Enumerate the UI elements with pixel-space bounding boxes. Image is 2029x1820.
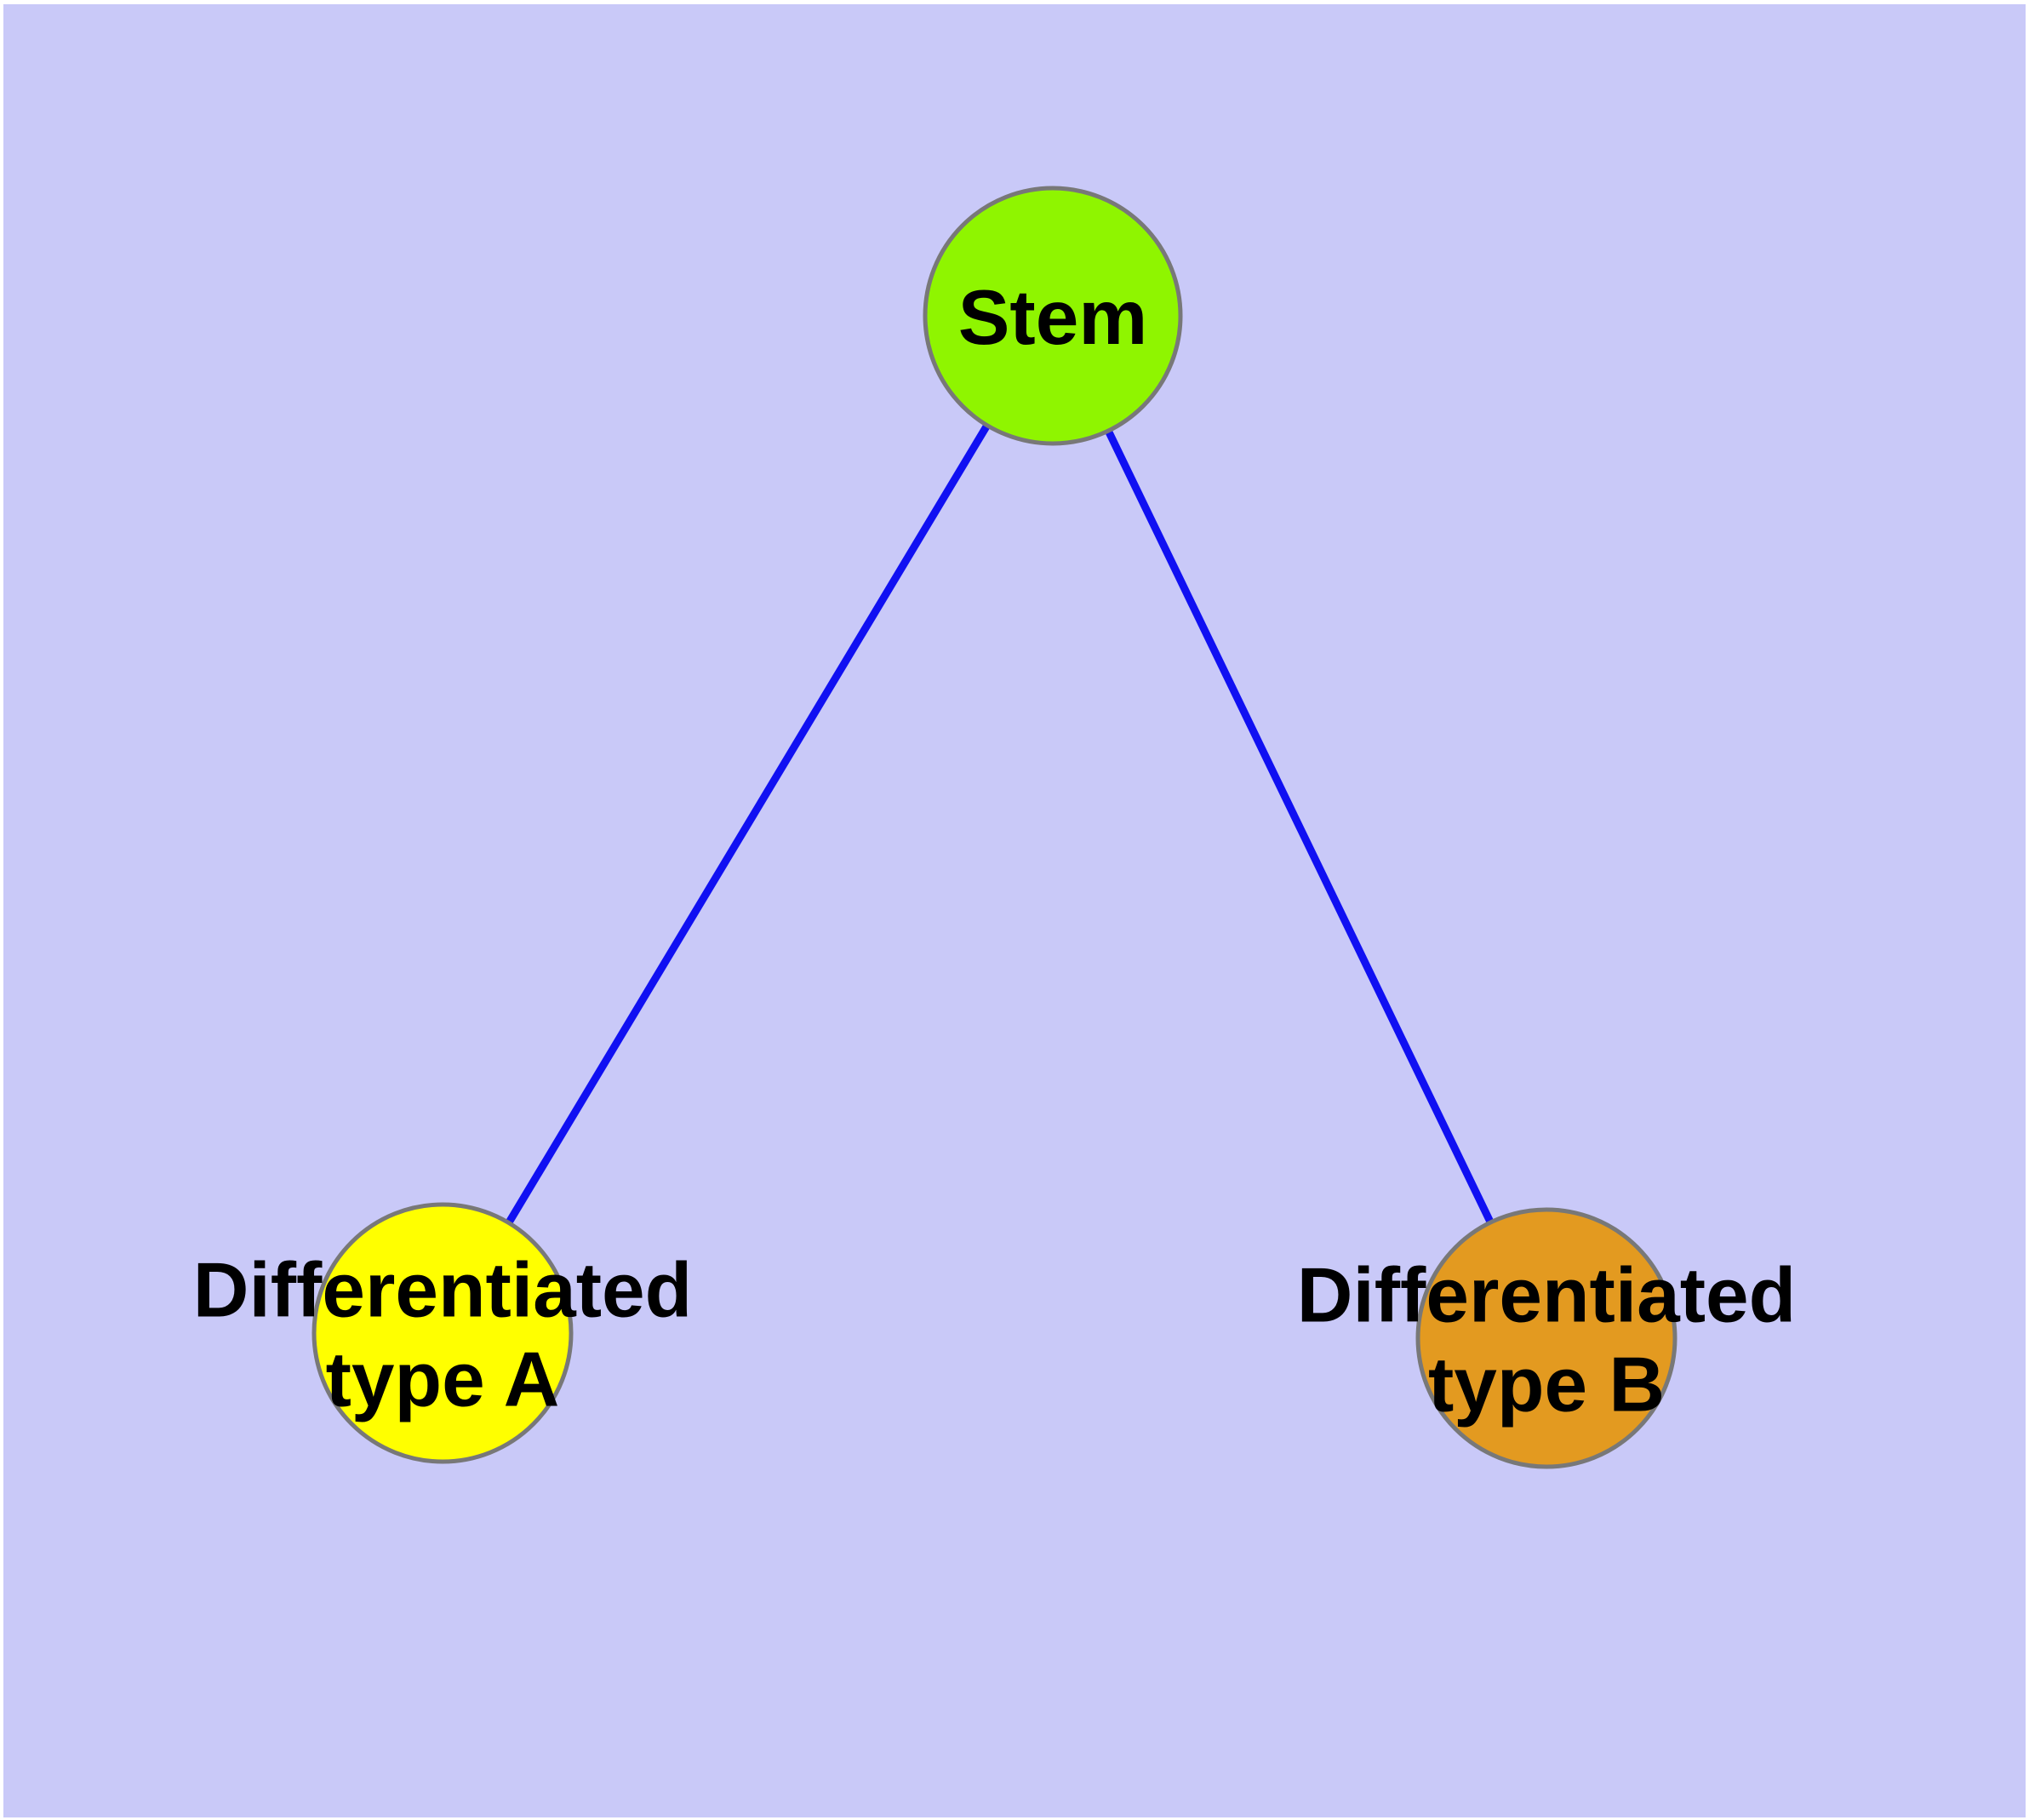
edge-stem-diff-b — [1049, 314, 1551, 1340]
node-diff-a — [311, 1202, 574, 1464]
node-layer — [311, 186, 1677, 1469]
node-stem — [923, 186, 1183, 446]
edge-stem-diff-a — [439, 313, 1056, 1336]
edge-layer — [439, 313, 1551, 1340]
node-diff-b — [1415, 1207, 1677, 1469]
node-label-stem: Stem — [958, 275, 1148, 361]
